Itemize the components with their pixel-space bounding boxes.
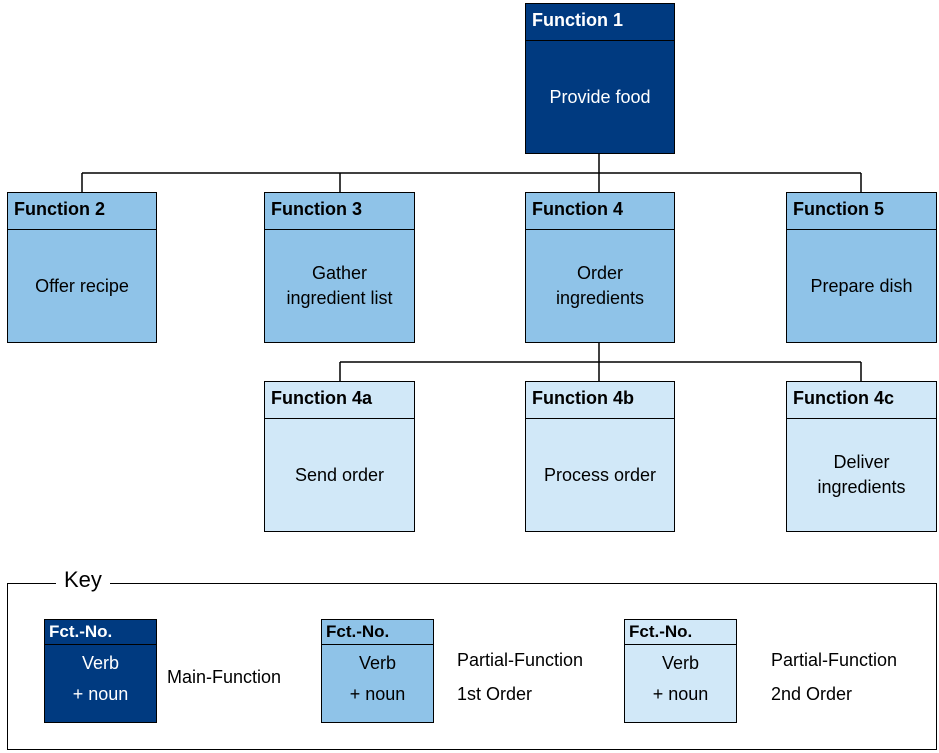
- function-number: Function 4c: [787, 382, 936, 419]
- function-name: Deliver ingredients: [817, 452, 906, 497]
- key-swatch-noun: + noun: [72, 684, 129, 704]
- key-frame: [7, 583, 937, 750]
- function-name: Gather ingredient list: [286, 263, 393, 308]
- key-swatch-header: Fct.-No.: [625, 620, 736, 645]
- key-label-line1: Partial-Function: [457, 650, 584, 670]
- key-second-order-label: Partial-Function 2nd Order: [771, 643, 897, 711]
- function-box-4b: Function 4b Process order: [525, 381, 675, 532]
- function-number: Function 1: [526, 4, 674, 41]
- function-box-4a: Function 4a Send order: [264, 381, 415, 532]
- function-name: Prepare dish: [810, 275, 913, 296]
- function-number: Function 5: [787, 193, 936, 230]
- function-number: Function 3: [265, 193, 414, 230]
- function-name: Offer recipe: [35, 275, 129, 296]
- function-box-4c: Function 4c Deliver ingredients: [786, 381, 937, 532]
- function-box-5: Function 5 Prepare dish: [786, 192, 937, 343]
- key-swatch-header: Fct.-No.: [45, 620, 156, 645]
- key-label-line2: 2nd Order: [771, 684, 853, 704]
- key-swatch-verb: Verb: [661, 653, 700, 673]
- key-swatch-verb: Verb: [81, 653, 120, 673]
- function-box-2: Function 2 Offer recipe: [7, 192, 157, 343]
- function-name: Provide food: [549, 86, 651, 107]
- key-swatch-noun: + noun: [349, 684, 406, 704]
- key-second-order-swatch: Fct.-No. Verb + noun: [624, 619, 737, 723]
- key-first-order-swatch: Fct.-No. Verb + noun: [321, 619, 434, 723]
- function-number: Function 4: [526, 193, 674, 230]
- key-label-line2: 1st Order: [457, 684, 533, 704]
- function-box-3: Function 3 Gather ingredient list: [264, 192, 415, 343]
- function-number: Function 4b: [526, 382, 674, 419]
- function-name: Process order: [543, 464, 657, 485]
- key-swatch-header: Fct.-No.: [322, 620, 433, 645]
- function-box-4: Function 4 Order ingredients: [525, 192, 675, 343]
- function-number: Function 2: [8, 193, 156, 230]
- key-main-function-swatch: Fct.-No. Verb + noun: [44, 619, 157, 723]
- function-number: Function 4a: [265, 382, 414, 419]
- key-first-order-label: Partial-Function 1st Order: [457, 643, 583, 711]
- function-name: Order ingredients: [555, 263, 645, 308]
- key-label-line1: Main-Function: [167, 667, 282, 687]
- key-swatch-verb: Verb: [358, 653, 397, 673]
- key-main-function-label: Main-Function: [167, 660, 281, 694]
- key-label-line1: Partial-Function: [771, 650, 898, 670]
- key-title: Key: [56, 566, 110, 594]
- key-swatch-noun: + noun: [652, 684, 709, 704]
- function-box-1: Function 1 Provide food: [525, 3, 675, 154]
- function-name: Send order: [294, 464, 385, 485]
